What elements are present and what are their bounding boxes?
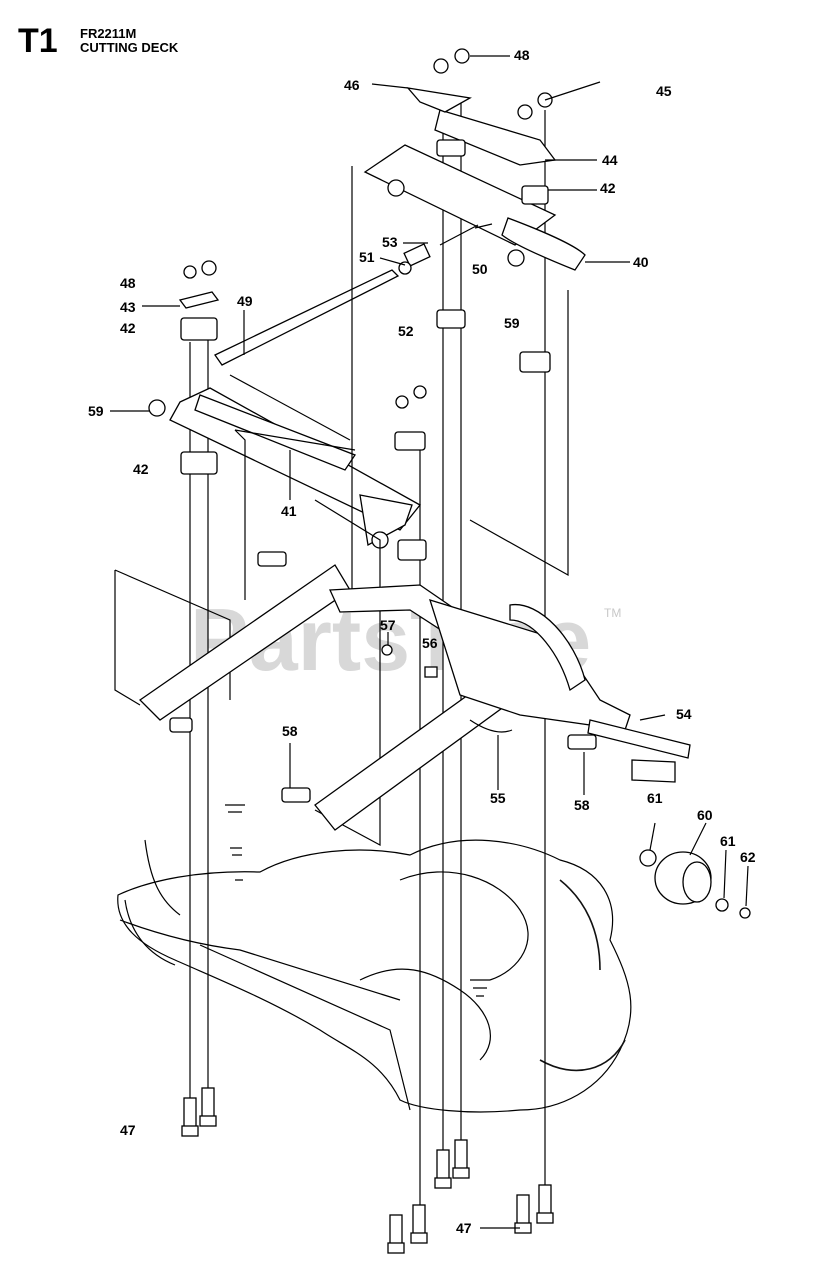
watermark-trademark: TM (604, 606, 621, 620)
callout-48-left: 48 (120, 275, 136, 291)
cross-shaft-41 (169, 309, 551, 561)
adjust-rod-49 (214, 223, 493, 366)
callout-55: 55 (490, 790, 506, 806)
callout-47-left: 47 (120, 1122, 136, 1138)
callout-labels: 48 46 45 44 42 53 51 50 40 48 43 42 49 5… (88, 47, 756, 1236)
callout-49: 49 (237, 293, 253, 309)
wheel-assembly (587, 719, 751, 919)
callout-46: 46 (344, 77, 360, 93)
deck-outline (117, 804, 632, 1113)
bolts-47 (181, 1087, 554, 1254)
model-number: FR2211M (80, 26, 137, 41)
callout-44: 44 (602, 152, 618, 168)
callout-62: 62 (740, 849, 756, 865)
callout-61-right: 61 (720, 833, 736, 849)
callout-48: 48 (514, 47, 530, 63)
leader-lines (110, 55, 749, 1229)
section-code: T1 (18, 22, 58, 60)
callout-43: 43 (120, 299, 136, 315)
lift-arms (138, 551, 631, 831)
callout-58-right: 58 (574, 797, 590, 813)
callout-59-left: 59 (88, 403, 104, 419)
callout-60: 60 (697, 807, 713, 823)
callout-42-lower: 42 (133, 461, 149, 477)
callout-54: 54 (676, 706, 692, 722)
callout-57: 57 (380, 617, 396, 633)
callout-58: 58 (282, 723, 298, 739)
reference-planes (114, 166, 569, 847)
callout-51: 51 (359, 249, 375, 265)
callout-41: 41 (281, 503, 297, 519)
callout-61: 61 (647, 790, 663, 806)
callout-50: 50 (472, 261, 488, 277)
callout-52: 52 (398, 323, 414, 339)
upper-bracket-assembly (363, 48, 586, 271)
callout-59: 59 (504, 315, 520, 331)
diagram-title: CUTTING DECK (80, 40, 179, 55)
callout-42: 42 (600, 180, 616, 196)
callout-40: 40 (633, 254, 649, 270)
left-brackets (148, 260, 220, 475)
callout-42-left: 42 (120, 320, 136, 336)
callout-47-bottom: 47 (456, 1220, 472, 1236)
callout-45: 45 (656, 83, 672, 99)
callout-56: 56 (422, 635, 438, 651)
callout-53: 53 (382, 234, 398, 250)
